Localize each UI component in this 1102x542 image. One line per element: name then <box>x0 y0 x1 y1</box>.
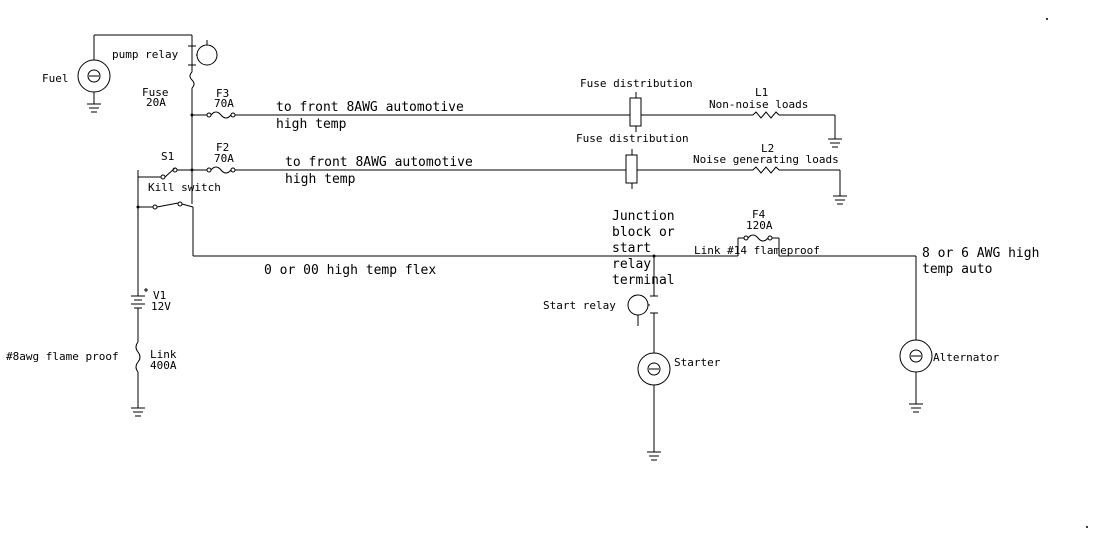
f3-name: F3 <box>216 87 229 100</box>
link-400a-fuse-icon <box>131 341 145 417</box>
battery-icon <box>131 288 148 342</box>
alternator-motor <box>899 339 933 404</box>
alternator-label: Alternator <box>933 351 1000 364</box>
s1-switch-icon <box>136 167 192 292</box>
link-rating: 400A <box>150 359 177 372</box>
l1-desc: Non-noise loads <box>709 98 808 111</box>
fuel-pump-ground-icon <box>87 103 101 113</box>
fuse-distribution-1 <box>629 92 753 132</box>
l1-load-icon <box>752 111 842 148</box>
l2-load-icon <box>752 166 847 205</box>
l1-name: L1 <box>755 86 768 99</box>
f3-rating: 70A <box>214 97 234 110</box>
link-name: Link <box>150 348 177 361</box>
kill-switch-label: Kill switch <box>148 181 221 194</box>
l2-name: L2 <box>761 142 774 155</box>
starter-ground-icon <box>647 451 661 461</box>
l2-desc: Noise generating loads <box>693 153 839 166</box>
start-relay-label: Start relay <box>543 299 616 312</box>
junction-label-2: block or <box>612 225 675 240</box>
f2-name: F2 <box>216 141 229 154</box>
alternator-ground-icon <box>909 403 923 413</box>
main-wire-label: 0 or 00 high temp flex <box>264 263 436 278</box>
junction-label-3: start <box>612 241 651 256</box>
link14-label: Link #14 flameproof <box>694 244 820 257</box>
fuel-label: Fuel <box>42 72 69 85</box>
v1-name: V1 <box>153 289 166 302</box>
starter-motor <box>637 352 671 452</box>
alternator-wire-label-1: 8 or 6 AWG high <box>922 246 1039 261</box>
fuel-pump-motor <box>77 35 111 104</box>
pump-relay-label: pump relay <box>112 48 179 61</box>
fuse-distribution-2 <box>625 149 753 189</box>
fuse-distribution-1-label: Fuse distribution <box>580 77 693 90</box>
f4-name: F4 <box>752 208 766 221</box>
f2-fuse-icon <box>192 166 236 174</box>
f2-rating: 70A <box>214 152 234 165</box>
junction-label-1: Junction <box>612 209 675 224</box>
alternator-wire-label-2: temp auto <box>922 262 992 277</box>
corner-dot <box>1046 18 1048 20</box>
mid-wire-label-1: to front 8AWG automotive <box>285 155 473 170</box>
link-wire-label: #8awg flame proof <box>6 350 119 363</box>
f4-rating: 120A <box>746 219 773 232</box>
fuse-distribution-2-label: Fuse distribution <box>576 132 689 145</box>
fuse-20a-rating: 20A <box>146 96 166 109</box>
junction-label-4: relay <box>612 257 651 272</box>
top-wire-label-1: to front 8AWG automotive <box>276 100 464 115</box>
junction-label-5: terminal <box>612 273 675 288</box>
s1-name: S1 <box>161 150 174 163</box>
corner-dot <box>1086 526 1088 528</box>
top-wire-label-2: high temp <box>276 117 347 132</box>
f4-fuse-icon <box>737 234 917 340</box>
start-relay <box>627 256 658 353</box>
f3-fuse-icon <box>192 111 236 119</box>
starter-label: Starter <box>674 356 721 369</box>
mid-wire-label-2: high temp <box>285 172 356 187</box>
pump-relay <box>94 34 218 66</box>
fuse-20a-name: Fuse <box>142 86 169 99</box>
v1-value: 12V <box>151 300 171 313</box>
kill-switch-icon <box>138 201 194 256</box>
